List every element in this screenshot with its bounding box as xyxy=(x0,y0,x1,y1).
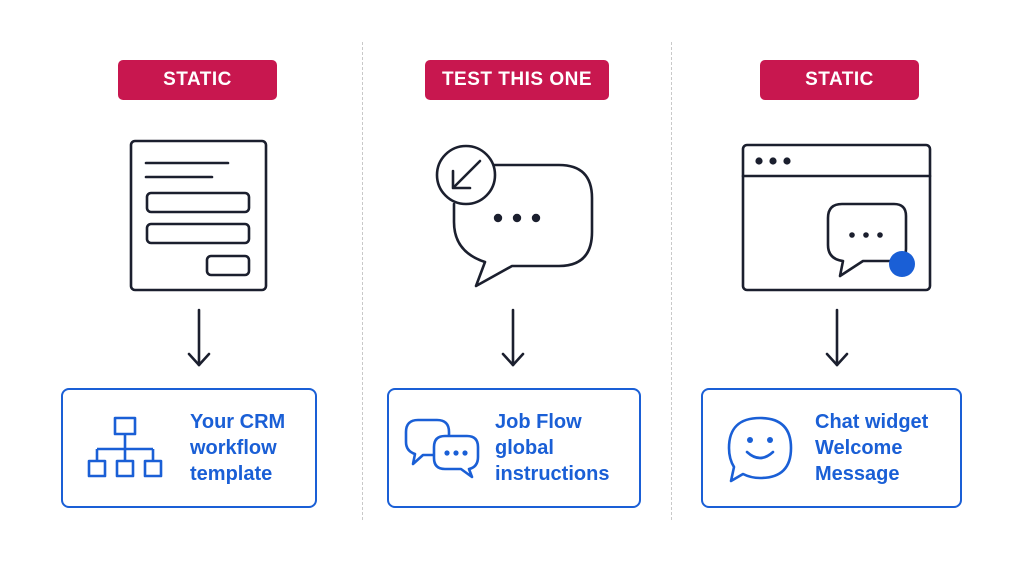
card-crm-workflow: Your CRM workflow template xyxy=(61,388,317,508)
chat-bubbles-icon xyxy=(404,418,480,479)
card-job-flow: Job Flow global instructions xyxy=(387,388,641,508)
card-line: Chat widget xyxy=(815,411,929,433)
column-divider-right xyxy=(671,42,672,520)
down-arrow-column-1 xyxy=(187,308,211,367)
card-line: Message xyxy=(815,463,900,485)
card-line: template xyxy=(190,463,273,485)
card-line: Job Flow xyxy=(495,411,582,433)
down-arrow-column-3 xyxy=(825,308,849,367)
card-label: Job Flow global instructions xyxy=(495,409,609,487)
down-arrow-column-2 xyxy=(501,308,525,367)
status-badge-column-2: TEST THIS ONE xyxy=(425,60,609,100)
smiley-chat-icon xyxy=(727,416,793,483)
card-chat-widget: Chat widget Welcome Message xyxy=(701,388,962,508)
card-label: Chat widget Welcome Message xyxy=(815,409,928,487)
card-line: Your CRM xyxy=(190,411,286,433)
column-divider-left xyxy=(362,42,363,520)
card-line: global xyxy=(495,437,554,459)
chat-bubble-incoming-arrow-icon xyxy=(435,144,594,288)
card-line: Welcome xyxy=(815,437,903,459)
workflow-hierarchy-icon xyxy=(87,416,163,478)
status-badge-column-3: STATIC xyxy=(760,60,919,100)
browser-chat-widget-icon xyxy=(741,143,932,292)
status-badge-column-1: STATIC xyxy=(118,60,277,100)
card-label: Your CRM workflow template xyxy=(190,409,285,487)
card-line: workflow xyxy=(190,437,277,459)
form-page-icon xyxy=(129,139,268,292)
card-line: instructions xyxy=(495,463,610,485)
